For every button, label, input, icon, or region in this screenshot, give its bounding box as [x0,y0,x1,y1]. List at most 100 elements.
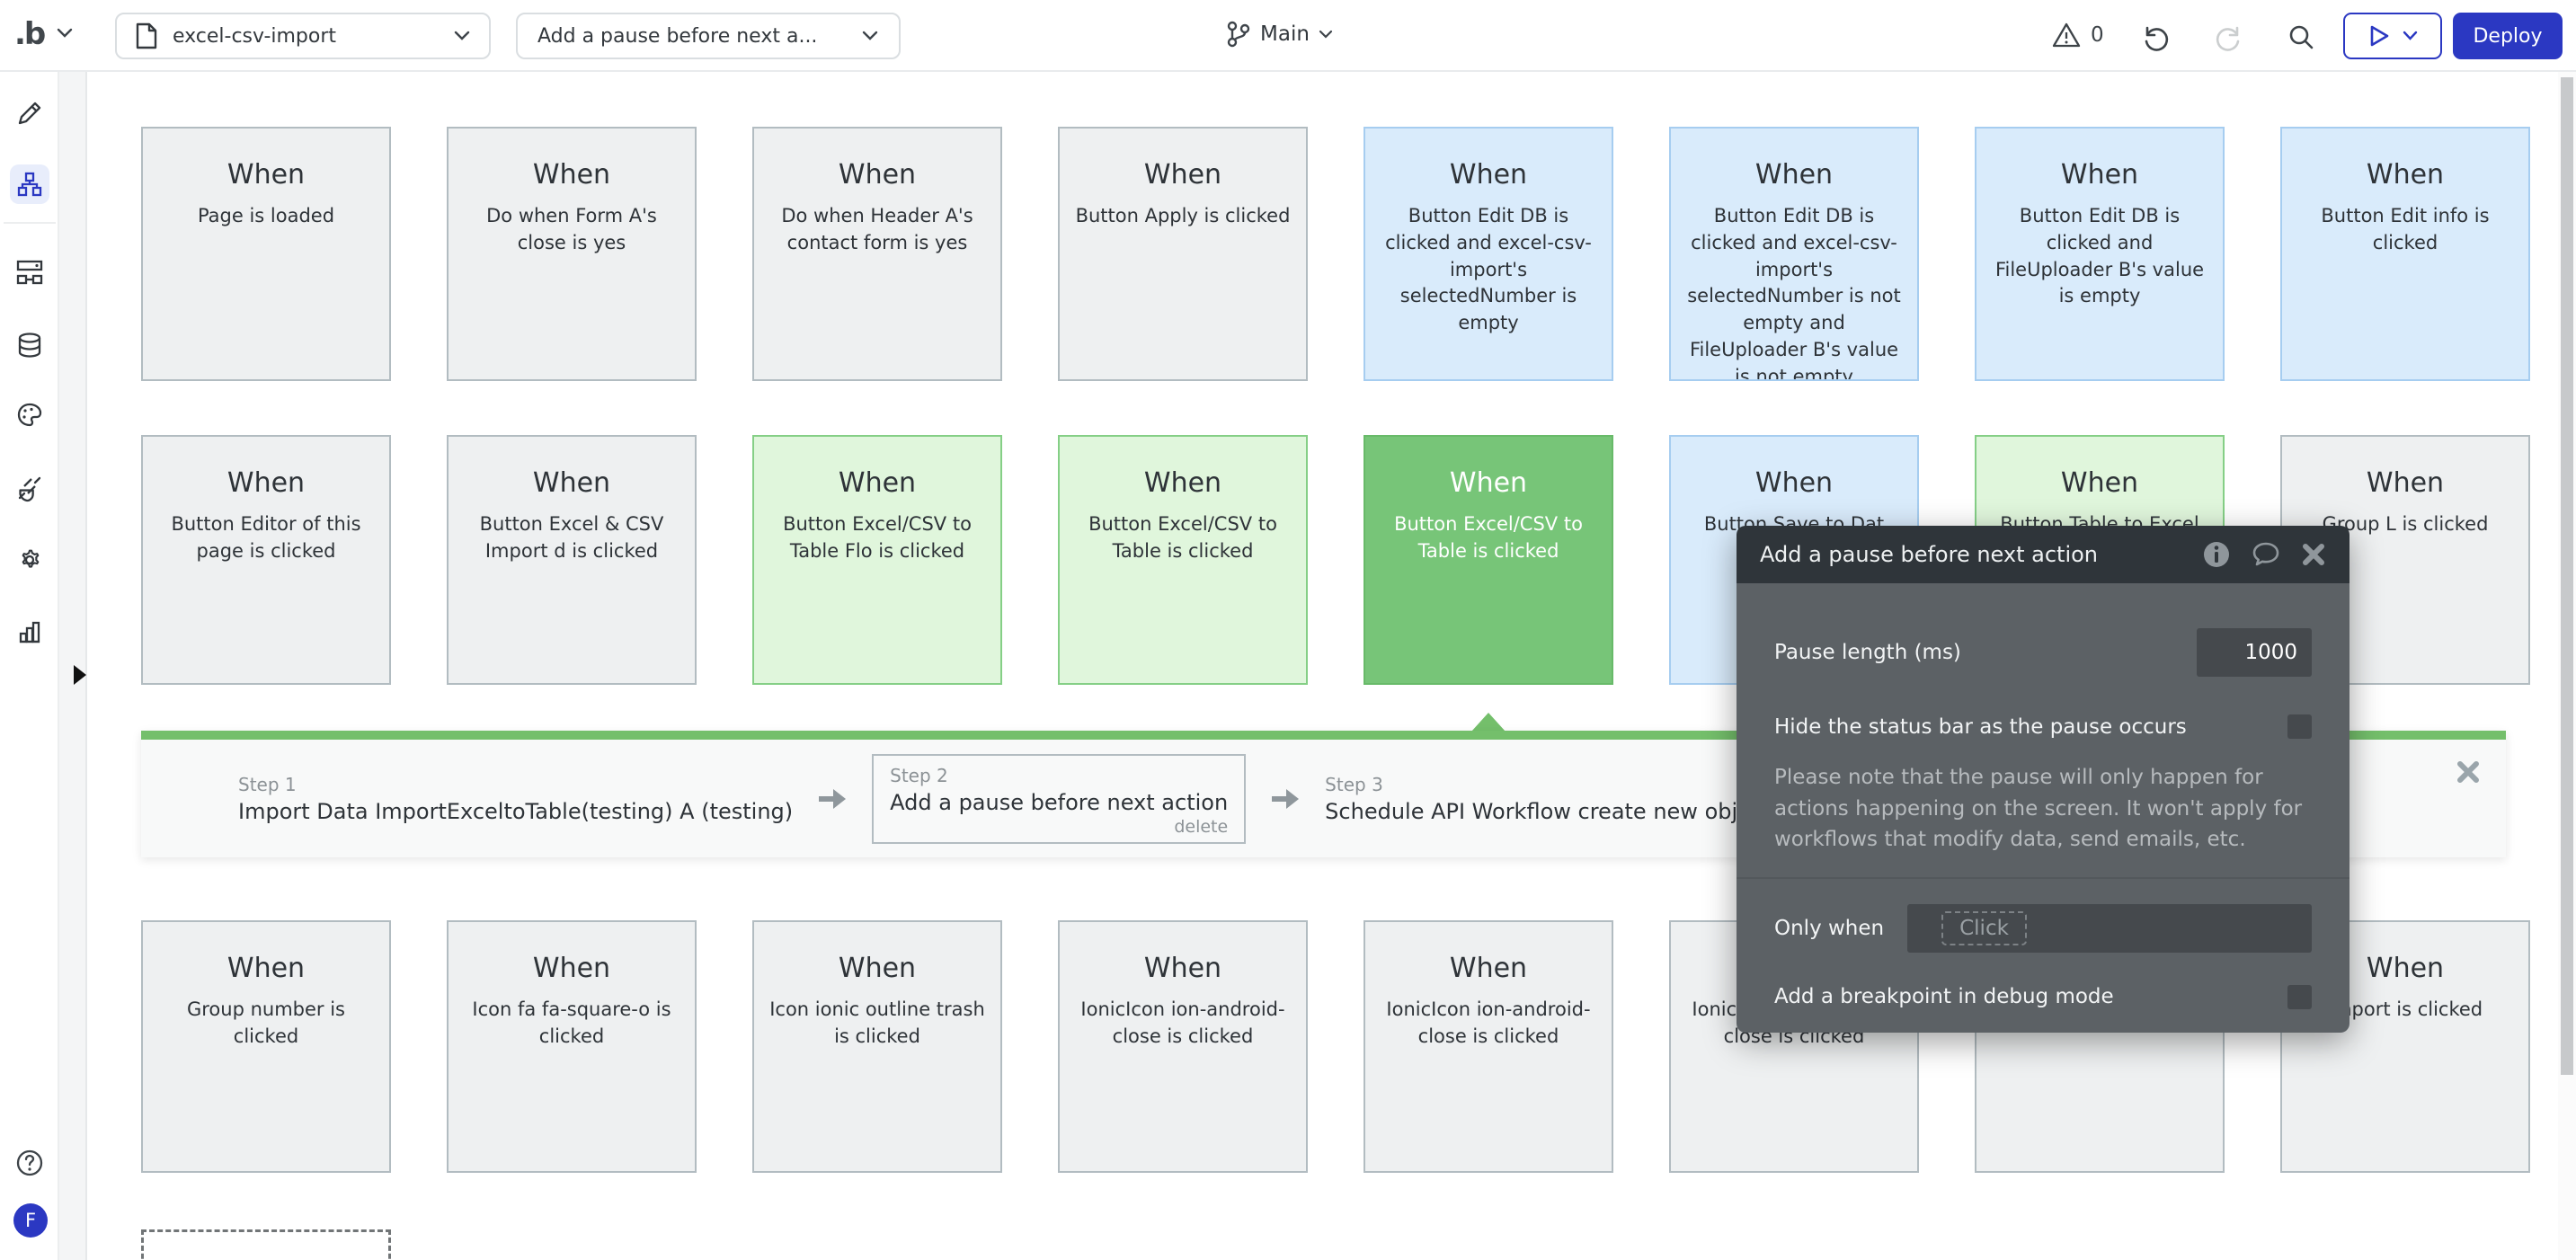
card-when-label: When [1143,159,1222,191]
card-when-label: When [1449,467,1528,499]
chevron-down-icon [861,30,879,42]
card-when-label: When [838,467,917,499]
sidebar-item-reusables[interactable] [10,253,49,292]
card-when-label: When [838,159,917,191]
warning-icon [2051,22,2082,49]
pause-length-label: Pause length (ms) [1774,641,1961,664]
bar-chart-icon [16,618,43,645]
expand-panel-arrow[interactable] [74,665,86,685]
undo-button[interactable] [2137,20,2173,56]
info-icon[interactable] [2202,540,2231,569]
step-delete-button[interactable]: delete [1174,816,1229,837]
workflow-event-card[interactable]: When Do when Header A's contact form is y… [752,127,1002,381]
bubble-logo[interactable]: .b [14,16,46,52]
issues-count: 0 [2091,23,2104,47]
card-when-label: When [2366,467,2445,499]
card-event-text: Group number is clicked [186,998,346,1047]
search-button[interactable] [2283,20,2319,56]
vertical-scrollbar[interactable] [2558,72,2576,1260]
only-when-input[interactable]: Click [1907,903,2312,953]
chevron-down-icon [2403,31,2418,41]
branch-name: Main [1260,22,1310,46]
close-icon[interactable] [2456,759,2481,785]
dialog-title: Add a pause before next action [1760,542,2099,567]
card-when-label: When [2366,953,2445,984]
card-event-text: Button Edit info is clicked [2321,205,2490,253]
card-when-label: When [1754,159,1834,191]
dialog-header[interactable]: Add a pause before next action [1737,526,2349,583]
hide-status-bar-checkbox[interactable] [2287,714,2312,739]
only-when-placeholder[interactable]: Click [1941,910,2027,945]
help-icon [14,1148,45,1178]
dialog-divider [1737,876,2349,879]
sidebar-item-data[interactable] [10,325,49,365]
preview-run-button[interactable] [2343,13,2442,59]
card-when-label: When [1143,953,1222,984]
redo-button[interactable] [2211,20,2247,56]
card-when-label: When [227,159,306,191]
card-when-label: When [838,953,917,984]
play-icon [2368,24,2390,48]
chevron-down-icon [453,30,471,42]
card-when-label: When [227,467,306,499]
sidebar-item-settings[interactable] [10,540,49,580]
branch-selector[interactable]: Main [1226,20,1333,49]
rail-divider [4,222,56,224]
plug-icon [15,474,44,502]
breakpoint-checkbox[interactable] [2287,984,2312,1009]
card-event-text: Page is loaded [197,205,335,226]
help-button[interactable] [10,1143,49,1183]
step-number-label: Step 1 [238,773,297,795]
card-when-label: When [2060,159,2139,191]
comment-icon[interactable] [2251,540,2281,569]
chevron-down-icon[interactable] [56,27,74,40]
issues-indicator[interactable]: 0 [2051,22,2104,49]
add-event-placeholder[interactable] [141,1229,391,1260]
workflow-action-selector[interactable]: Add a pause before next a... [516,13,901,59]
step-number-label: Step 3 [1325,773,1383,795]
reusable-elements-icon [15,259,44,286]
avatar[interactable]: F [13,1203,48,1238]
pause-note-text: Please note that the pause will only hap… [1774,766,2303,851]
branch-icon [1226,20,1251,49]
card-event-text: Group L is clicked [2322,513,2489,535]
workflow-step[interactable]: Step 1 Import Data ImportExceltoTable(tes… [238,774,793,824]
close-icon[interactable] [2301,542,2326,567]
card-event-text: IonicIcon ion-android-close is clicked [1386,998,1591,1047]
sidebar-item-workflow[interactable] [10,164,49,204]
workflow-tree-icon [16,171,43,198]
steps-list: Step 1 Import Data ImportExceltoTable(tes… [238,740,1919,857]
page-selector[interactable]: excel-csv-import [115,13,491,59]
step-action-name: Import Data ImportExceltoTable(testing) … [238,798,794,824]
sidebar-item-logs[interactable] [10,612,49,652]
sidebar-item-styles[interactable] [10,395,49,435]
card-when-label: When [1143,467,1222,499]
scrollbar-thumb[interactable] [2561,77,2573,1075]
sidebar-item-plugins[interactable] [10,468,49,508]
pause-length-input[interactable] [2197,628,2312,677]
sidebar-item-design[interactable] [10,93,49,133]
step-arrow-icon [819,788,847,809]
deploy-button[interactable]: Deploy [2453,13,2563,59]
top-toolbar: .b excel-csv-import Add a pause before n… [0,0,2576,72]
card-event-text: Button Edit DB is clicked and excel-csv-… [1385,205,1592,334]
card-event-text: Do when Header A's contact form is yes [781,205,973,253]
